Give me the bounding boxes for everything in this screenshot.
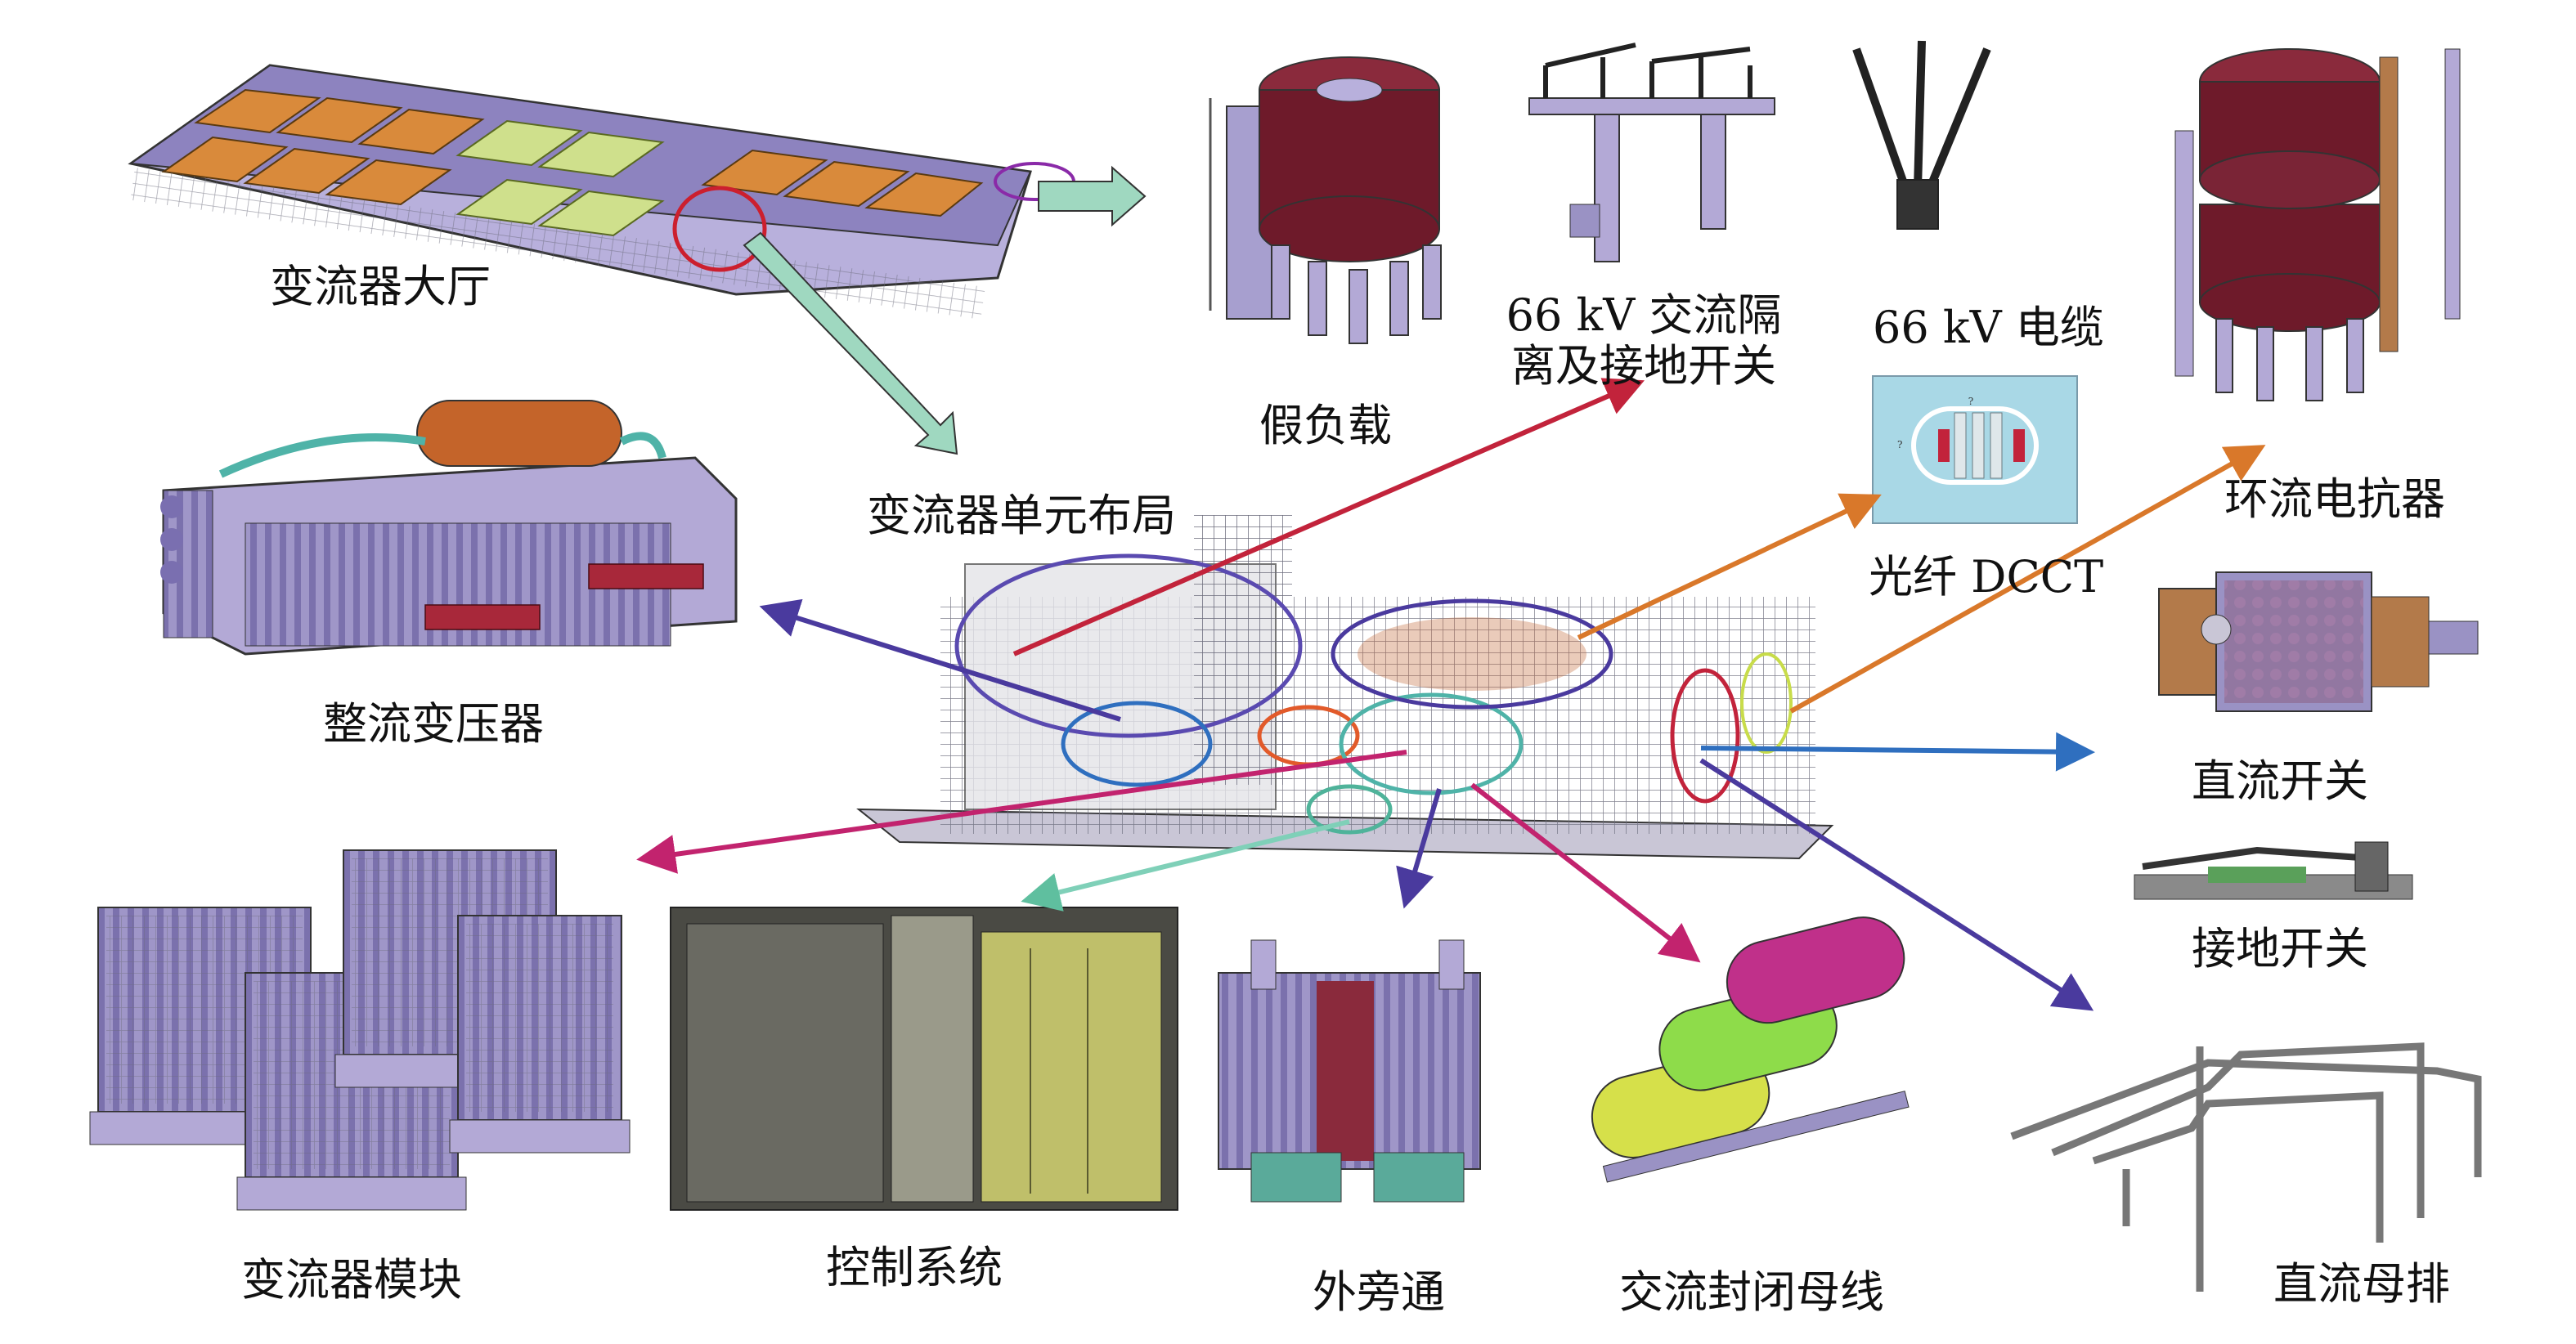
label-dc-busbar: 直流母排 xyxy=(2273,1258,2450,1310)
label-ac-isolator-line2: 离及接地开关 xyxy=(1511,340,1776,392)
label-cable-66kv: 66 kV 电缆 xyxy=(1873,302,2104,353)
label-circulating-reactor: 环流电抗器 xyxy=(2224,473,2445,525)
label-control-system: 控制系统 xyxy=(826,1242,1003,1293)
label-fiber-dcct: 光纤 DCCT xyxy=(1869,551,2104,603)
arrow-to-dc-switch xyxy=(1700,732,2095,772)
label-ac-enclosed-busbar: 交流封闭母线 xyxy=(1619,1266,1884,1318)
label-converter-hall: 变流器大厅 xyxy=(270,261,491,312)
dc-switch-drawing xyxy=(2158,571,2479,712)
label-bypass: 外旁通 xyxy=(1313,1266,1445,1318)
arrow-to-fiber-dcct xyxy=(1577,493,1882,640)
arrow-to-ac-isolator xyxy=(1012,378,1645,656)
arrow-to-bypass xyxy=(1396,788,1442,909)
ac-enclosed-busbar-drawing xyxy=(1591,916,1910,1183)
dummy-load-drawing xyxy=(1209,56,1442,344)
bypass-drawing xyxy=(1218,939,1481,1203)
dc-busbar-drawing xyxy=(2010,1042,2482,1292)
arrow-to-converter-module xyxy=(636,750,1407,874)
arrow-to-circulating-reactor xyxy=(1789,445,2266,714)
circulating-reactor-drawing xyxy=(2174,48,2461,401)
dcct-inset-left-label: ? xyxy=(1897,439,1902,450)
label-converter-module: 变流器模块 xyxy=(241,1254,462,1306)
central-unit-layout-drawing xyxy=(856,515,1834,860)
label-grounding-switch: 接地开关 xyxy=(2192,923,2368,974)
fiber-dcct-drawing: ? ? xyxy=(1872,375,2078,524)
arrow-to-control-system xyxy=(1021,819,1350,912)
dcct-inset-top-label: ? xyxy=(1968,396,1973,407)
cable-66kv-drawing xyxy=(1852,40,1991,230)
label-ac-isolator-line1: 66 kV 交流隔 xyxy=(1506,289,1782,341)
label-unit-layout: 变流器单元布局 xyxy=(867,490,1176,541)
label-dc-switch: 直流开关 xyxy=(2192,755,2368,807)
arrow-to-rectifier-transformer xyxy=(759,598,1121,722)
label-rectifier-transformer: 整流变压器 xyxy=(323,698,544,750)
ac-isolator-drawing xyxy=(1528,43,1775,262)
arrow-to-ac-enclosed-busbar xyxy=(1470,782,1701,963)
control-system-drawing xyxy=(670,907,1178,1211)
converter-module-drawing xyxy=(89,849,631,1211)
arrow-to-dc-busbar xyxy=(1699,758,2094,1011)
label-dummy-load: 假负载 xyxy=(1259,400,1392,451)
rectifier-transformer-drawing xyxy=(160,400,738,656)
converter-hall-drawing xyxy=(128,64,1147,455)
connector-arrows xyxy=(636,378,2266,1011)
label-ac-isolator: 66 kV 交流隔 离及接地开关 xyxy=(1505,289,1783,392)
grounding-switch-drawing xyxy=(2134,841,2413,900)
